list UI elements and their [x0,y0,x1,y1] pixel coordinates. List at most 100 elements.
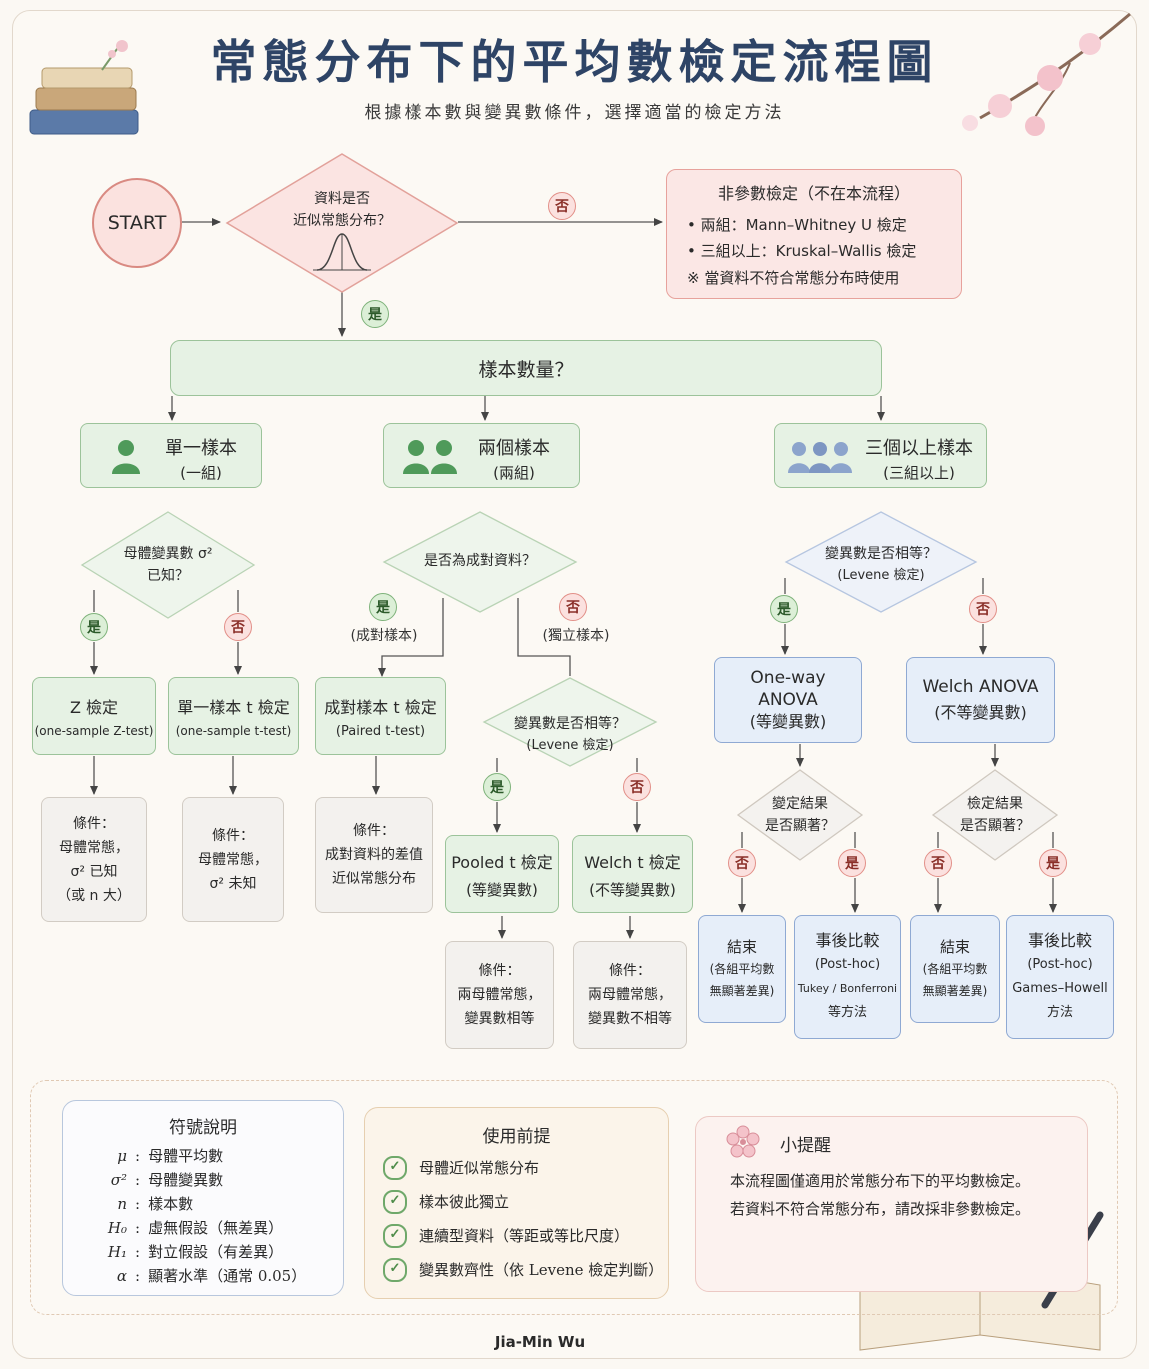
posthoc-welch-line2: 方法 [1046,1005,1073,1020]
welch-anova-line2: (不等變異數) [934,703,1027,722]
condition-pooled-label: 條件： [478,963,521,979]
legend-desc: 樣本數 [148,1195,194,1213]
variance-known-line1: 母體變異數 σ² [123,546,213,562]
variance-known-line2: 已知？ [147,568,189,584]
legend-colon: : [135,1243,141,1261]
levene-three-line2: (Levene 檢定) [837,568,925,583]
levene-two-line1: 變異數是否相等？ [514,716,626,732]
three-sample-box: 三個以上樣本 (三組以上) [774,423,987,488]
check-icon: ✓ [383,1224,407,1248]
oneway-anova-line1: One-way [750,668,826,688]
one-sample-t-sub: (one-sample t-test) [175,724,292,738]
legend-desc: 母體變異數 [148,1171,224,1189]
single-sample-sub: (一組) [180,464,222,482]
check-icon: ✓ [383,1190,407,1214]
oneway-anova-box: One-way ANOVA (等變異數) [714,657,862,743]
legend-desc: 顯著水準（通常 0.05） [148,1267,307,1285]
paired-question: 是否為成對資料？ [424,553,536,569]
pooled-t-sub: (等變異數) [466,880,538,899]
variance-known-question: 母體變異數 σ² 已知？ [100,540,236,590]
legend-row: H₁:對立假設（有差異） [93,1240,343,1264]
paired-t-box: 成對樣本 t 檢定 (Paired t-test) [315,677,446,755]
group-people-icon [788,442,852,473]
one-sample-t-title: 單一樣本 t 檢定 [177,698,290,717]
tip-title: 小提醒 [780,1136,831,1156]
levene-three-line1: 變異數是否相等？ [825,546,937,562]
posthoc-oneway-title: 事後比較 [815,931,880,950]
sig1-line2: 是否顯著？ [765,818,835,834]
end-welch-line1: (各組平均數 [922,962,988,976]
condition-t1-box: 條件： 母體常態， σ² 未知 [182,797,284,922]
no-badge-normality: 否 [548,192,576,220]
posthoc-welch-line1: Games–Howell [1012,981,1108,996]
condition-welch-line2: 變異數不相等 [588,1011,672,1027]
posthoc-box-welch: 事後比較 (Post-hoc) Games–Howell 方法 [1006,915,1114,1039]
end-oneway-line2: 無顯著差異) [709,984,775,998]
significance-diamond-welch [931,769,1059,861]
legend-colon: : [135,1219,141,1237]
paired-t-title: 成對樣本 t 檢定 [324,697,437,717]
premise-item-text: 母體近似常態分布 [419,1159,540,1177]
single-person-icon [112,440,140,474]
condition-pooled-box: 條件： 兩母體常態， 變異數相等 [445,941,554,1049]
legend-colon: : [135,1267,141,1285]
condition-pooled-line1: 兩母體常態， [457,987,542,1003]
posthoc-welch-sub: (Post-hoc) [1027,957,1093,972]
condition-welch-label: 條件： [609,963,651,979]
legend-row: σ²:母體變異數 [93,1168,343,1192]
welch-t-sub: (不等變異數) [589,880,676,899]
yes-badge-variance-known: 是 [80,613,108,641]
condition-paired-line2: 近似常態分布 [332,871,416,887]
condition-paired-label: 條件： [353,823,395,839]
single-sample-box: 單一樣本 (一組) [80,423,262,488]
yes-badge-sig-welch: 是 [1039,849,1067,877]
levene-question-two: 變異數是否相等？ (Levene 檢定) [498,712,642,758]
premise-title: 使用前提 [482,1127,551,1147]
legend-title: 符號說明 [169,1118,237,1138]
bottom-panel [30,1080,1118,1315]
tip-panel: 小提醒 本流程圖僅適用於常態分布下的平均數檢定。 若資料不符合常態分布，請改採非… [695,1116,1088,1292]
condition-t1-line2: σ² 未知 [209,875,257,892]
premise-item: ✓母體近似常態分布 [383,1151,668,1185]
legend-symbol: σ² [110,1171,127,1189]
condition-z-box: 條件： 母體常態， σ² 已知 （或 n 大） [41,797,147,922]
legend-desc: 對立假設（有差異） [148,1243,284,1261]
posthoc-oneway-sub: (Post-hoc) [814,957,881,972]
oneway-anova-line3: (等變異數) [749,712,827,731]
no-badge-sig-welch: 否 [924,849,952,877]
yes-badge-sig-oneway: 是 [838,849,866,877]
welch-anova-line1: Welch ANOVA [922,677,1039,697]
premise-item-text: 連續型資料（等距或等比尺度） [419,1227,630,1245]
paired-diamond [382,511,578,613]
oneway-anova-line2: ANOVA [758,690,818,710]
condition-z-line2: σ² 已知 [70,863,118,880]
tip-line1: 本流程圖僅適用於常態分布下的平均數檢定。 [730,1172,1031,1190]
condition-z-line3: （或 n 大） [57,887,131,904]
paired-t-sub: (Paired t-test) [335,723,426,739]
posthoc-box-oneway: 事後比較 (Post-hoc) Tukey / Bonferroni 等方法 [794,915,901,1039]
welch-t-box: Welch t 檢定 (不等變異數) [572,835,693,913]
tip-line2: 若資料不符合常態分布，請改採非參數檢定。 [730,1200,1031,1218]
pooled-t-title: Pooled t 檢定 [451,852,553,872]
condition-pooled-line2: 變異數相等 [464,1011,535,1027]
significance-question-welch: 檢定結果 是否顯著？ [947,792,1043,838]
two-people-icon [403,440,457,474]
pooled-t-box: Pooled t 檢定 (等變異數) [445,835,559,913]
legend-row: μ:母體平均數 [93,1144,343,1168]
two-sample-box: 兩個樣本 (兩組) [383,423,580,488]
condition-welch-line1: 兩母體常態， [588,987,672,1003]
premise-panel: 使用前提 ✓母體近似常態分布✓樣本彼此獨立✓連續型資料（等距或等比尺度）✓變異數… [364,1107,669,1299]
end-oneway-line1: (各組平均數 [709,962,775,976]
end-box-oneway: 結束 (各組平均數 無顯著差異) [698,915,786,1023]
normality-question: 資料是否 近似常態分布？ [255,182,429,238]
two-sample-sub: (兩組) [493,464,535,482]
end-welch-line2: 無顯著差異) [922,984,988,998]
legend-row: α:顯著水準（通常 0.05） [93,1264,343,1288]
one-sample-t-box: 單一樣本 t 檢定 (one-sample t-test) [168,677,299,755]
independent-sample-label: (獨立樣本) [542,628,610,644]
legend-row: n:樣本數 [93,1192,343,1216]
legend-symbol: H₀ [107,1219,127,1237]
sig2-line1: 檢定結果 [967,796,1023,812]
posthoc-oneway-line2: 等方法 [827,1005,867,1020]
